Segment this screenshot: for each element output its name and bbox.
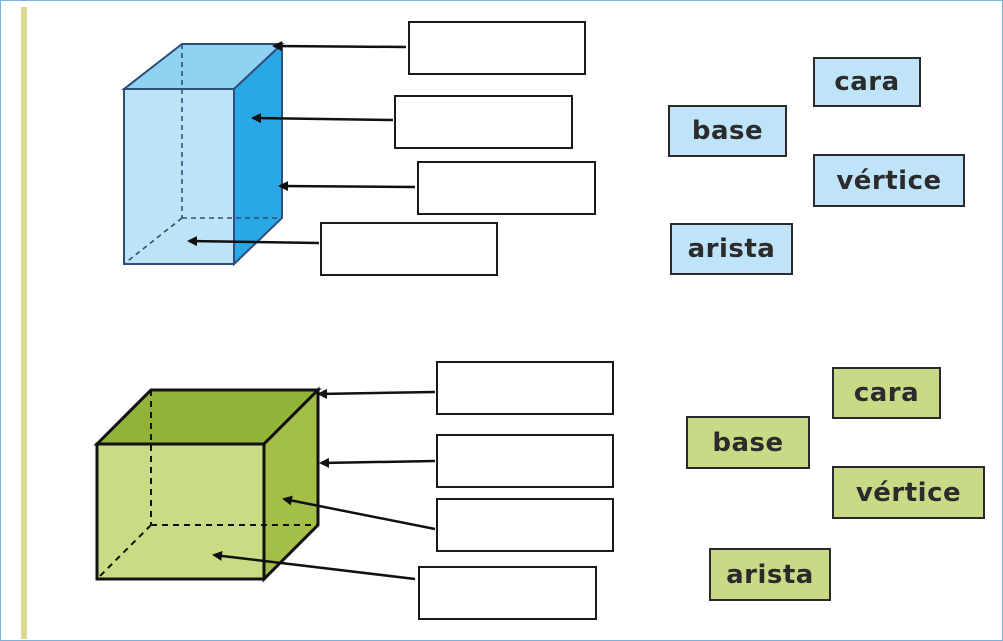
answer-box[interactable]: [394, 95, 573, 149]
word-tag-base[interactable]: base: [686, 416, 810, 469]
margin-rule: [21, 7, 27, 639]
word-tag-vertice[interactable]: vértice: [813, 154, 965, 207]
rectangular-prism: [121, 41, 285, 267]
word-tag-vertice[interactable]: vértice: [832, 466, 985, 519]
word-tag-cara[interactable]: cara: [832, 367, 941, 419]
answer-box[interactable]: [436, 361, 614, 415]
answer-box[interactable]: [418, 566, 597, 620]
word-tag-base[interactable]: base: [668, 105, 787, 157]
pointer-arrow: [212, 550, 416, 581]
answer-box[interactable]: [320, 222, 498, 276]
pointer-arrow: [272, 41, 407, 52]
pointer-arrow: [187, 236, 320, 247]
answer-box[interactable]: [417, 161, 596, 215]
pointer-arrow: [317, 388, 436, 399]
word-tag-arista[interactable]: arista: [670, 223, 793, 275]
cube-hidden-edge: [96, 524, 152, 580]
pointer-arrow: [278, 181, 416, 192]
word-tag-arista[interactable]: arista: [709, 548, 831, 601]
pointer-arrow: [319, 457, 436, 468]
pointer-arrow: [282, 495, 436, 531]
word-tag-cara[interactable]: cara: [813, 57, 921, 107]
answer-box[interactable]: [436, 498, 614, 552]
prism-hidden-edge: [123, 217, 183, 265]
prism-front-face: [123, 88, 235, 265]
cube: [93, 386, 322, 583]
pointer-arrow: [251, 113, 394, 124]
answer-box[interactable]: [408, 21, 586, 75]
answer-box[interactable]: [436, 434, 614, 488]
